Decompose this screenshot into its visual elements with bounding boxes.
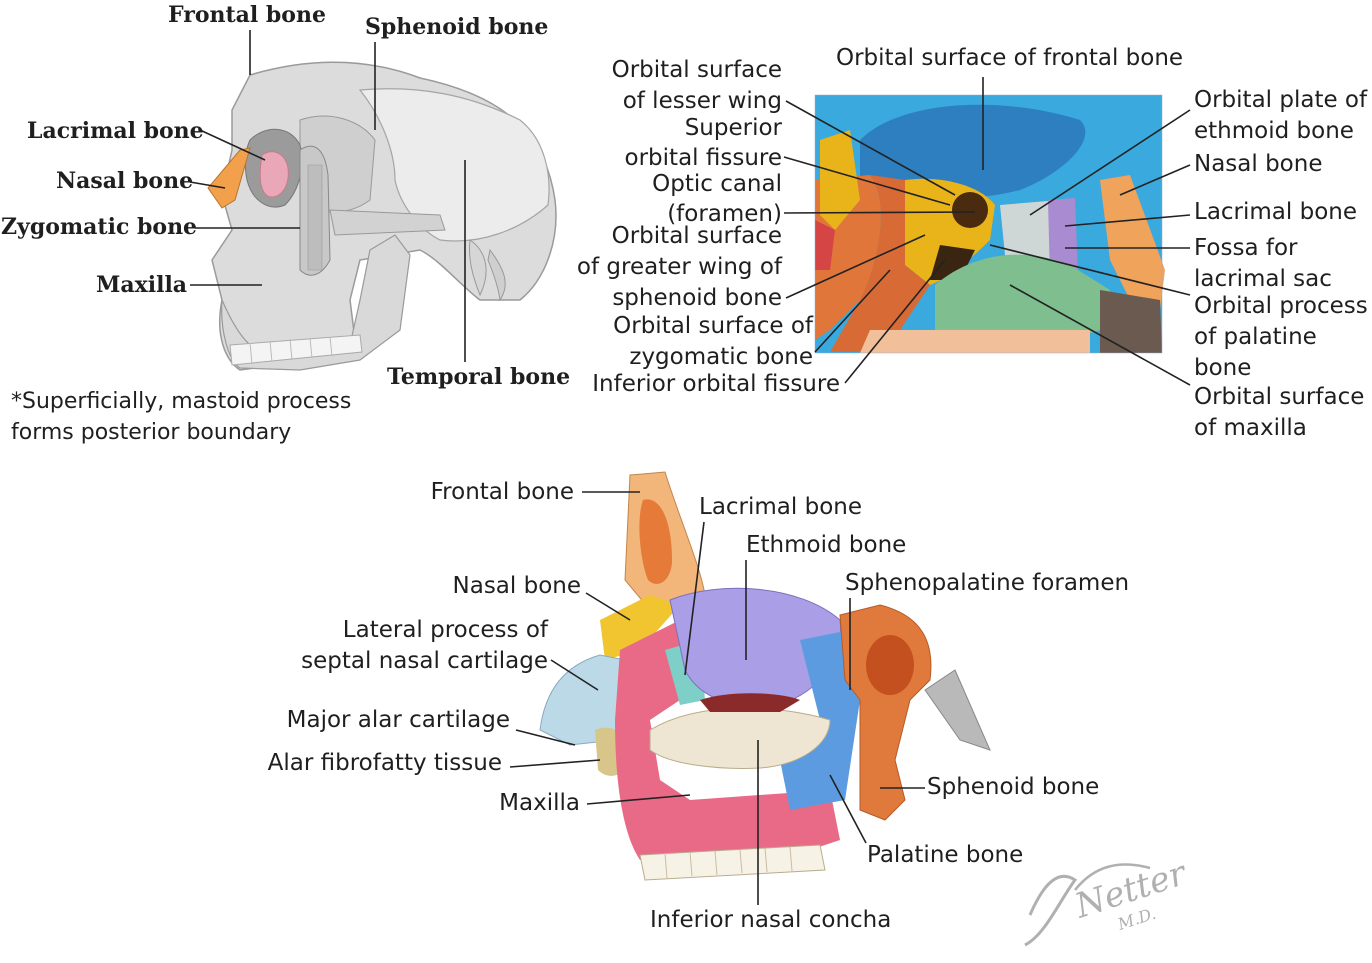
nasal-label-lateral-process-line-2: septal nasal cartilage [301,648,548,674]
nasal-label-frontal-bone: Frontal bone [430,479,574,505]
orbit-leader-lines [783,77,1191,386]
orbit-label-ethmoid-plate-line-1: Orbital plate of [1194,87,1368,113]
orbit-label-lesser-wing-line-2: of lesser wing [622,88,782,114]
nasal-label-nasal-bone: Nasal bone [452,573,581,599]
orbit-label-maxilla-line-2: of maxilla [1194,415,1307,441]
orbit-label-lacrimal-bone: Lacrimal bone [1194,199,1357,225]
netter-signature: Netter M.D. [1024,853,1192,947]
nasal-label-alar-fibrofatty-tissue: Alar fibrofatty tissue [267,750,502,776]
orbit-label-zygomatic-surface-line-1: Orbital surface of [613,313,813,339]
orbit-label-greater-wing-line-3: sphenoid bone [612,285,782,311]
nasal-label-lateral-process-line-1: Lateral process of [342,617,548,643]
orbit-label-ethmoid-plate-line-2: ethmoid bone [1194,118,1354,144]
orbit-label-greater-wing-line-2: of greater wing of [576,254,782,280]
orbit-label-superior-fissure-line-2: orbital fissure [624,145,782,171]
nasal-label-palatine-bone: Palatine bone [867,842,1024,868]
orbit-label-fossa-line-2: lacrimal sac [1194,266,1332,292]
lateral-skull-illustration [207,61,557,371]
skull-footnote-line-2: forms posterior boundary [11,420,292,445]
skull-label-maxilla: Maxilla [96,272,188,298]
skull-footnote-line-1: *Superficially, mastoid process [11,389,352,414]
nasal-label-lacrimal-bone: Lacrimal bone [699,494,862,520]
orbit-label-palatine-line-2: of palatine [1194,324,1317,350]
nasal-label-sphenopalatine-foramen: Sphenopalatine foramen [845,570,1130,596]
skull-label-nasal-bone: Nasal bone [56,168,194,194]
orbit-label-zygomatic-surface-line-2: zygomatic bone [629,344,813,370]
skull-label-frontal-bone: Frontal bone [168,2,326,28]
orbit-label-maxilla-line-1: Orbital surface [1194,384,1365,410]
skull-label-temporal-bone: Temporal bone [387,364,571,390]
skull-leader-lines [189,30,466,362]
orbit-label-nasal-bone: Nasal bone [1194,151,1323,177]
orbit-label-inferior-orbital-fissure: Inferior orbital fissure [592,371,840,397]
skull-label-lacrimal-bone: Lacrimal bone [27,118,204,144]
orbit-label-lesser-wing-line-1: Orbital surface [611,57,782,83]
orbit-label-optic-canal-line-2: (foramen) [667,201,782,227]
nasal-label-ethmoid-bone: Ethmoid bone [746,532,907,558]
orbit-label-palatine-line-1: Orbital process [1194,293,1368,319]
nasal-label-maxilla: Maxilla [499,790,580,816]
nasal-wall-illustration [539,471,991,881]
nasal-leader-lines [509,491,925,905]
orbit-label-orbital-surface-frontal: Orbital surface of frontal bone [836,45,1184,71]
orbit-label-superior-fissure-line-1: Superior [684,115,782,141]
orbit-label-greater-wing-line-1: Orbital surface [611,223,782,249]
orbit-label-palatine-line-3: bone [1194,355,1252,381]
orbit-label-fossa-line-1: Fossa for [1194,235,1298,261]
nasal-label-sphenoid-bone: Sphenoid bone [927,774,1100,800]
skull-label-zygomatic-bone: Zygomatic bone [1,214,198,240]
nasal-label-inferior-nasal-concha: Inferior nasal concha [650,907,892,933]
skull-label-sphenoid-bone: Sphenoid bone [365,14,549,40]
nasal-label-major-alar-cartilage: Major alar cartilage [286,707,510,733]
orbit-label-optic-canal-line-1: Optic canal [652,171,782,197]
orbit-illustration [814,94,1165,354]
